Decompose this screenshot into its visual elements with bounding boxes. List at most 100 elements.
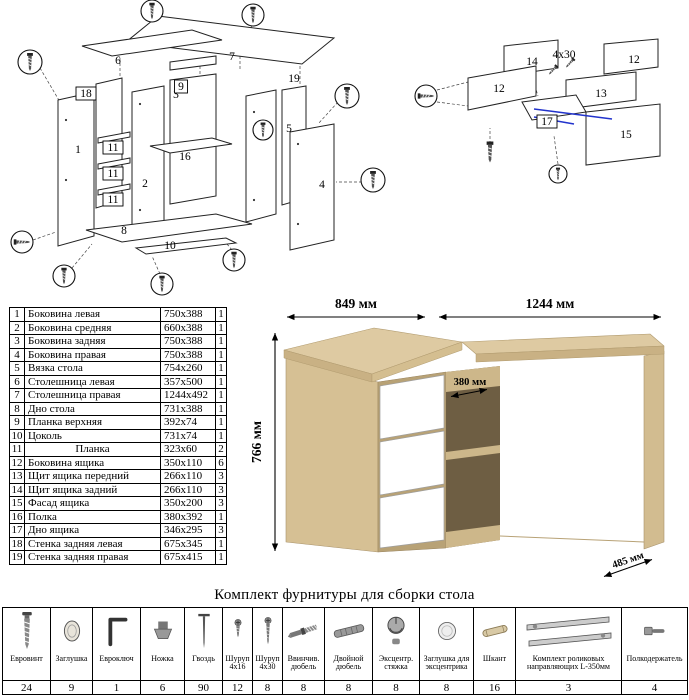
panel-15 (585, 103, 661, 166)
drawer-slides-icon (515, 607, 622, 654)
hardware-item-qty: 12 (222, 680, 253, 695)
drawer-front-top (379, 374, 445, 440)
panel-9 (169, 55, 217, 71)
part-size: 750x388 (160, 347, 216, 362)
part-name: Боковина ящика (24, 455, 161, 470)
part-qty: 1 (215, 320, 227, 335)
part-name: Стенка задняя правая (24, 550, 161, 565)
hardware-icons-row (2, 607, 688, 654)
part-number: 16 (9, 509, 25, 524)
part-size: 675x415 (160, 550, 216, 565)
part-label-6: 6 (115, 55, 121, 67)
screw-small-icon (222, 607, 253, 654)
hardware-item-name: Двойной дюбель (324, 653, 373, 681)
part-qty: 1 (215, 509, 227, 524)
part-name: Вязка стола (24, 361, 161, 376)
part-number: 12 (9, 455, 25, 470)
part-number: 14 (9, 482, 25, 497)
confirmat-screw-icon (2, 607, 51, 654)
hardware-kit-title: Комплект фурнитуры для сборки стола (214, 587, 475, 603)
part-size: 675x345 (160, 536, 216, 551)
dim-height: 766 мм (249, 421, 264, 463)
pedestal-left-side (285, 357, 379, 553)
panel-16 (149, 137, 233, 154)
part-label-19: 19 (288, 73, 300, 85)
part-size: 346x295 (160, 523, 216, 538)
part-name: Столешница левая (24, 374, 161, 389)
dim-width-left: 849 мм (335, 296, 377, 311)
part-name: Планка (24, 442, 161, 457)
part-number: 6 (9, 374, 25, 389)
part-size: 731x74 (160, 428, 216, 443)
part-name: Фасад ящика (24, 496, 161, 511)
drawer-front-middle (379, 430, 445, 496)
part-number: 19 (9, 550, 25, 565)
right-side-panel (643, 350, 665, 550)
hardware-item-qty: 90 (184, 680, 223, 695)
part-size: 660x388 (160, 320, 216, 335)
panels (57, 15, 336, 255)
panel-5 (245, 89, 277, 223)
part-label-9: 9 (178, 81, 184, 93)
part-qty: 6 (215, 455, 227, 470)
part-qty: 1 (215, 334, 227, 349)
part-name: Щит ящика передний (24, 469, 161, 484)
panel-10 (134, 237, 238, 255)
part-name: Планка верхняя (24, 415, 161, 430)
hardware-item-qty: 8 (252, 680, 283, 695)
part-name: Дно ящика (24, 523, 161, 538)
part-name: Боковина задняя (24, 334, 161, 349)
part-number: 15 (9, 496, 25, 511)
hardware-item-name: Ввинчив. дюбель (282, 653, 325, 681)
part-label-box (174, 79, 188, 94)
shelf-middle (446, 445, 500, 460)
part-qty: 3 (215, 482, 227, 497)
part-number: 11 (9, 442, 25, 457)
part-number: 1 (9, 307, 25, 322)
part-qty: 3 (215, 496, 227, 511)
part-qty: 3 (215, 469, 227, 484)
part-number: 18 (9, 536, 25, 551)
desktop-left-right-edge (371, 341, 463, 383)
part-label-3: 3 (173, 89, 179, 101)
panel-7 (124, 15, 336, 65)
part-number: 4 (9, 347, 25, 362)
hardware-item-name: Ножка (140, 653, 185, 681)
cam-cover-icon (419, 607, 474, 654)
part-name: Полка (24, 509, 161, 524)
part-label-4: 4 (319, 179, 325, 191)
hardware-item-qty: 8 (419, 680, 474, 695)
hardware-item-name: Заглушка (50, 653, 93, 681)
part-label-5: 5 (286, 123, 292, 135)
part-name: Боковина левая (24, 307, 161, 322)
cam-lock-icon (372, 607, 420, 654)
panel-3 (169, 73, 217, 205)
part-size: 380x392 (160, 509, 216, 524)
part-size: 357x500 (160, 374, 216, 389)
part-label-2: 2 (142, 178, 148, 190)
part-label-8: 8 (121, 225, 127, 237)
part-name: Щит ящика задний (24, 482, 161, 497)
part-number: 5 (9, 361, 25, 376)
hardware-item-name: Гвоздь (184, 653, 223, 681)
part-qty: 2 (215, 442, 227, 457)
part-label-12: 12 (628, 54, 640, 66)
hardware-item-name: Шуруп 4x16 (222, 653, 253, 681)
nail-icon (184, 607, 223, 654)
double-dowel-icon (324, 607, 373, 654)
